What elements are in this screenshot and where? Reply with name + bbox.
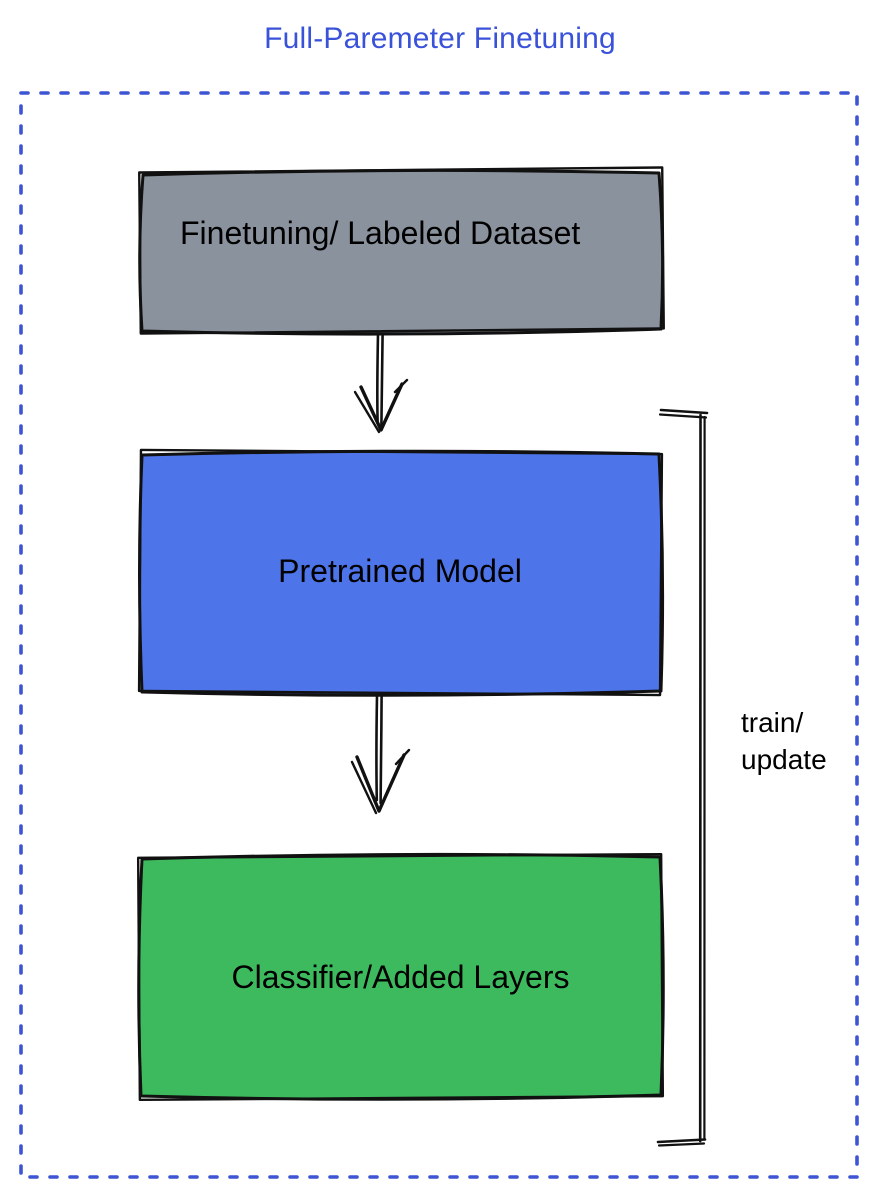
train-update-label-line1: train/	[741, 707, 804, 738]
box-pretrained-model	[137, 448, 665, 697]
box-pretrained-model-sketch-line	[137, 448, 664, 697]
train-update-label-line2: update	[741, 744, 827, 775]
box-label-pretrained-model: Pretrained Model	[278, 553, 522, 589]
box-label-finetuning-dataset: Finetuning/ Labeled Dataset	[180, 215, 581, 251]
box-classifier-added-layers-sketch-line	[136, 852, 665, 1102]
box-finetuning-dataset	[138, 166, 665, 336]
arrow-dataset-to-model	[353, 332, 409, 434]
diagram-title: Full-Paremeter Finetuning	[264, 22, 616, 55]
box-label-classifier-added-layers: Classifier/Added Layers	[231, 959, 570, 995]
arrow-model-to-classifier	[350, 694, 411, 815]
train-update-label: train/ update	[741, 704, 827, 778]
box-finetuning-dataset-fill	[138, 168, 665, 336]
train-update-bracket	[656, 408, 709, 1147]
box-finetuning-dataset-sketch-line	[138, 166, 665, 335]
box-classifier-added-layers	[136, 852, 665, 1102]
